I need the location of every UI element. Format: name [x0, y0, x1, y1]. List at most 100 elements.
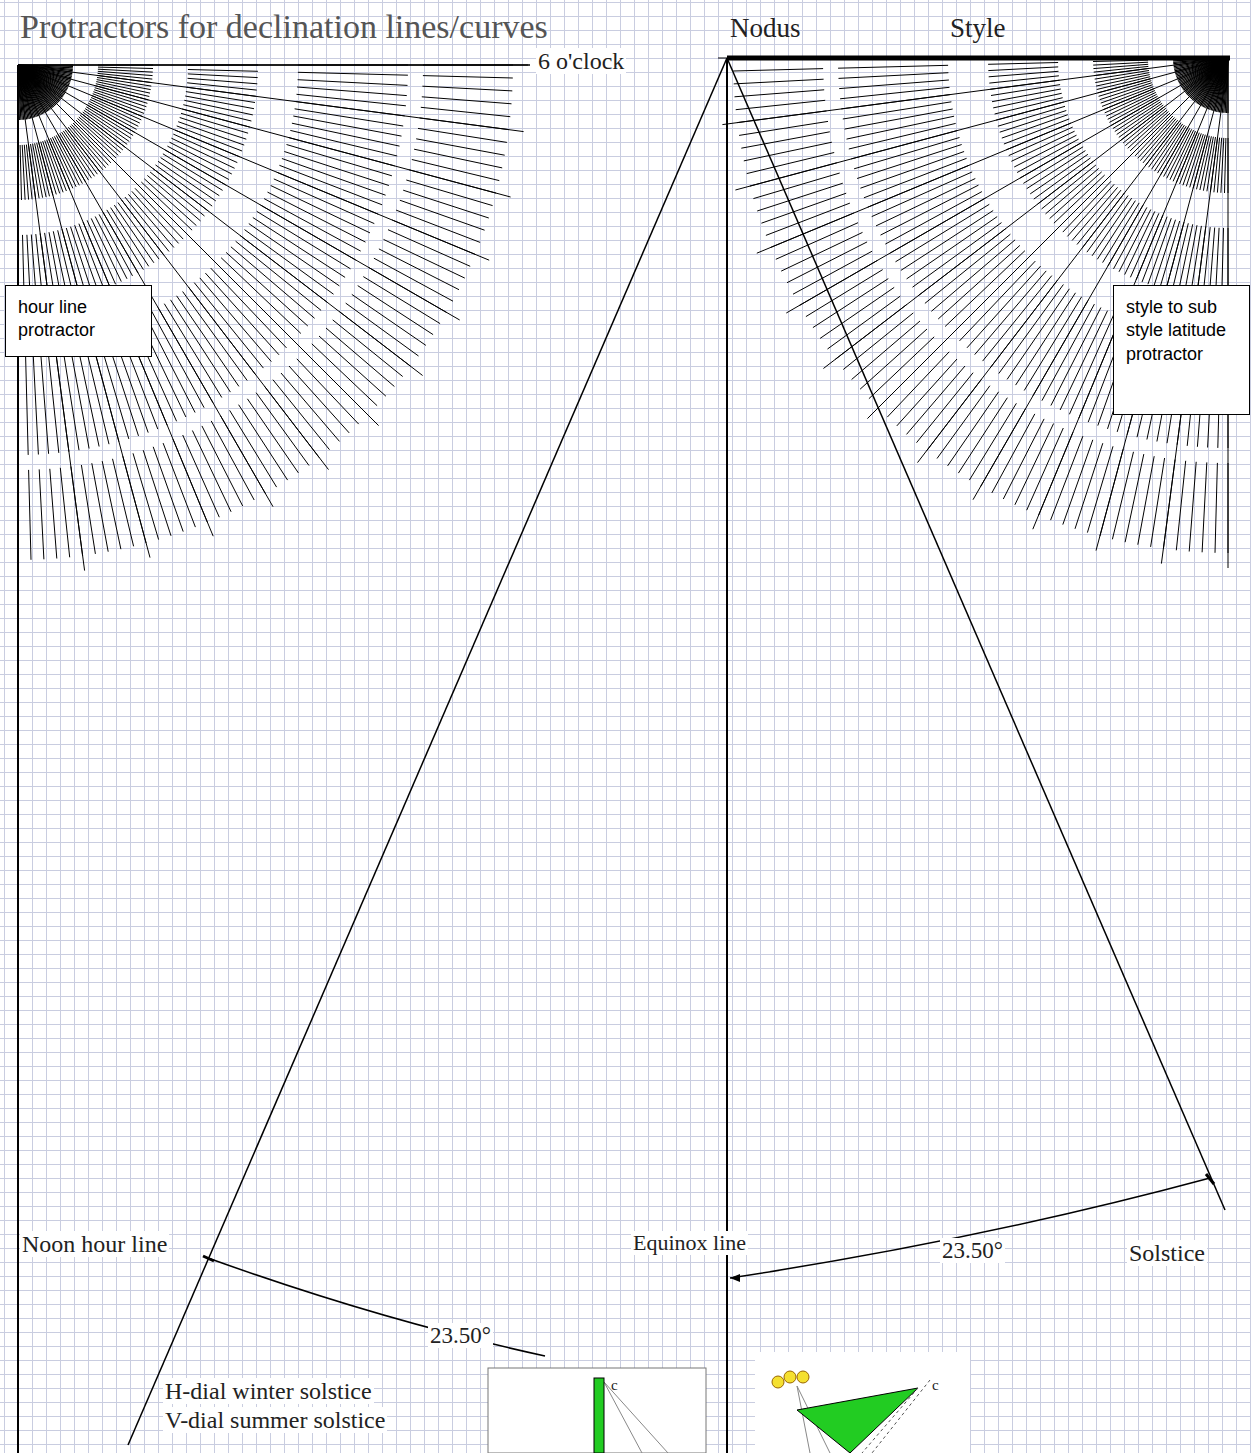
- protractor-tick: [793, 251, 872, 294]
- protractor-tick: [60, 133, 89, 180]
- protractor-tick: [400, 200, 485, 230]
- protractor-tick: [50, 469, 57, 559]
- protractor-tick: [1221, 138, 1224, 193]
- angle-arc: [730, 1178, 1210, 1278]
- protractor-tick: [352, 294, 426, 345]
- label-box: hour line protractor: [5, 285, 152, 357]
- protractor-tick: [297, 359, 359, 424]
- protractor-tick: [418, 128, 507, 142]
- protractor-tick: [948, 392, 999, 466]
- protractor-tick: [843, 313, 913, 370]
- protractor-tick: [753, 173, 839, 199]
- protractor-tick: [857, 145, 962, 179]
- protractor-tick: [128, 194, 174, 247]
- protractor-tick: [319, 336, 386, 396]
- protractor-tick: [839, 73, 949, 79]
- six-oclock-line: [18, 64, 530, 66]
- protractor-tick: [422, 86, 512, 91]
- protractor-tick: [969, 403, 1016, 480]
- protractor-tick: [346, 303, 419, 356]
- protractor-tick: [1148, 218, 1171, 284]
- box-text: style to sub style latitude protractor: [1126, 296, 1236, 366]
- protractor-tick: [297, 87, 407, 96]
- protractor-tick: [820, 287, 894, 338]
- protractor-tick: [298, 72, 408, 75]
- protractor-tick: [1176, 461, 1185, 551]
- protractor-tick: [253, 218, 345, 278]
- protractor-tick: [1112, 452, 1133, 540]
- protractor-tick: [735, 90, 825, 97]
- protractor-tick: [289, 366, 349, 433]
- protractor-tick: [95, 88, 148, 104]
- protractor-tick: [239, 405, 288, 480]
- protractor-tick: [937, 386, 990, 459]
- protractor-tick: [786, 58, 1228, 313]
- protractor-tick: [358, 286, 433, 335]
- protractor-tick: [958, 398, 1007, 473]
- protractor-tick: [18, 65, 524, 132]
- protractor-tick: [91, 218, 121, 281]
- protractor-tick: [18, 65, 511, 197]
- title: Protractors for declination lines/curves: [20, 8, 548, 45]
- protractor-tick: [757, 58, 1228, 253]
- protractor-tick: [1099, 81, 1152, 97]
- protractor-tick: [887, 352, 949, 417]
- protractor-tick: [1067, 184, 1114, 236]
- protractor-tick: [293, 116, 401, 136]
- protractor-tick: [75, 225, 98, 291]
- protractor-tick: [326, 328, 394, 387]
- note-label: V-dial summer solstice: [163, 1407, 387, 1433]
- protractor-tick: [845, 109, 953, 129]
- protractor-tick: [1054, 175, 1105, 223]
- protractor-tick: [869, 337, 934, 399]
- line-label: Solstice: [1127, 1240, 1207, 1266]
- protractor-tick: [1142, 217, 1167, 282]
- protractor-tick: [988, 63, 1058, 65]
- protractor-tick: [171, 300, 231, 392]
- protractor-tick: [18, 65, 329, 470]
- protractor-tick: [897, 359, 957, 426]
- protractor-tick: [60, 468, 69, 558]
- protractor-tick: [396, 210, 480, 242]
- protractor-tick: [256, 393, 309, 466]
- sun: [784, 1371, 796, 1383]
- protractor-tick: [744, 142, 832, 161]
- protractor-tick: [1046, 168, 1099, 214]
- protractor-tick: [98, 71, 153, 75]
- protractor-tick: [722, 58, 1228, 125]
- protractor-tick: [1072, 187, 1118, 240]
- protractor-tick: [40, 344, 49, 454]
- protractor-tick: [35, 143, 47, 197]
- protractor-tick: [1087, 446, 1113, 532]
- protractor-tick: [18, 65, 460, 320]
- protractor-tick: [287, 145, 392, 176]
- gnomon-triangle: [797, 1388, 918, 1453]
- protractor-tick: [1189, 462, 1196, 552]
- protractor-tick: [88, 103, 136, 129]
- protractor-tick: [761, 193, 846, 223]
- protractor-tick: [864, 158, 967, 198]
- protractor-tick: [37, 143, 50, 197]
- protractor-tick: [876, 179, 975, 226]
- inset-panel: [488, 1368, 706, 1453]
- protractor-tick: [907, 366, 966, 434]
- protractor-tick: [414, 149, 502, 168]
- protractor-tick: [839, 80, 949, 89]
- protractor-tick: [843, 102, 952, 119]
- protractor-tick: [828, 296, 901, 349]
- protractor-tick: [1160, 221, 1180, 288]
- protractor-tick: [1125, 211, 1155, 274]
- protractor-tick: [422, 97, 512, 104]
- protractor-tick: [25, 345, 28, 455]
- protractor-tick: [132, 191, 179, 243]
- note-label: H-dial winter solstice: [163, 1378, 374, 1404]
- protractor-tick: [989, 71, 1059, 77]
- protractor-tick: [960, 261, 1036, 341]
- tick: [203, 1256, 214, 1261]
- protractor-tick: [421, 107, 511, 116]
- box-text: hour line protractor: [18, 296, 139, 343]
- protractor-tick: [1225, 138, 1226, 193]
- protractor-tick: [766, 203, 850, 235]
- protractor-tick: [988, 67, 1058, 71]
- protractor-tick: [230, 410, 277, 487]
